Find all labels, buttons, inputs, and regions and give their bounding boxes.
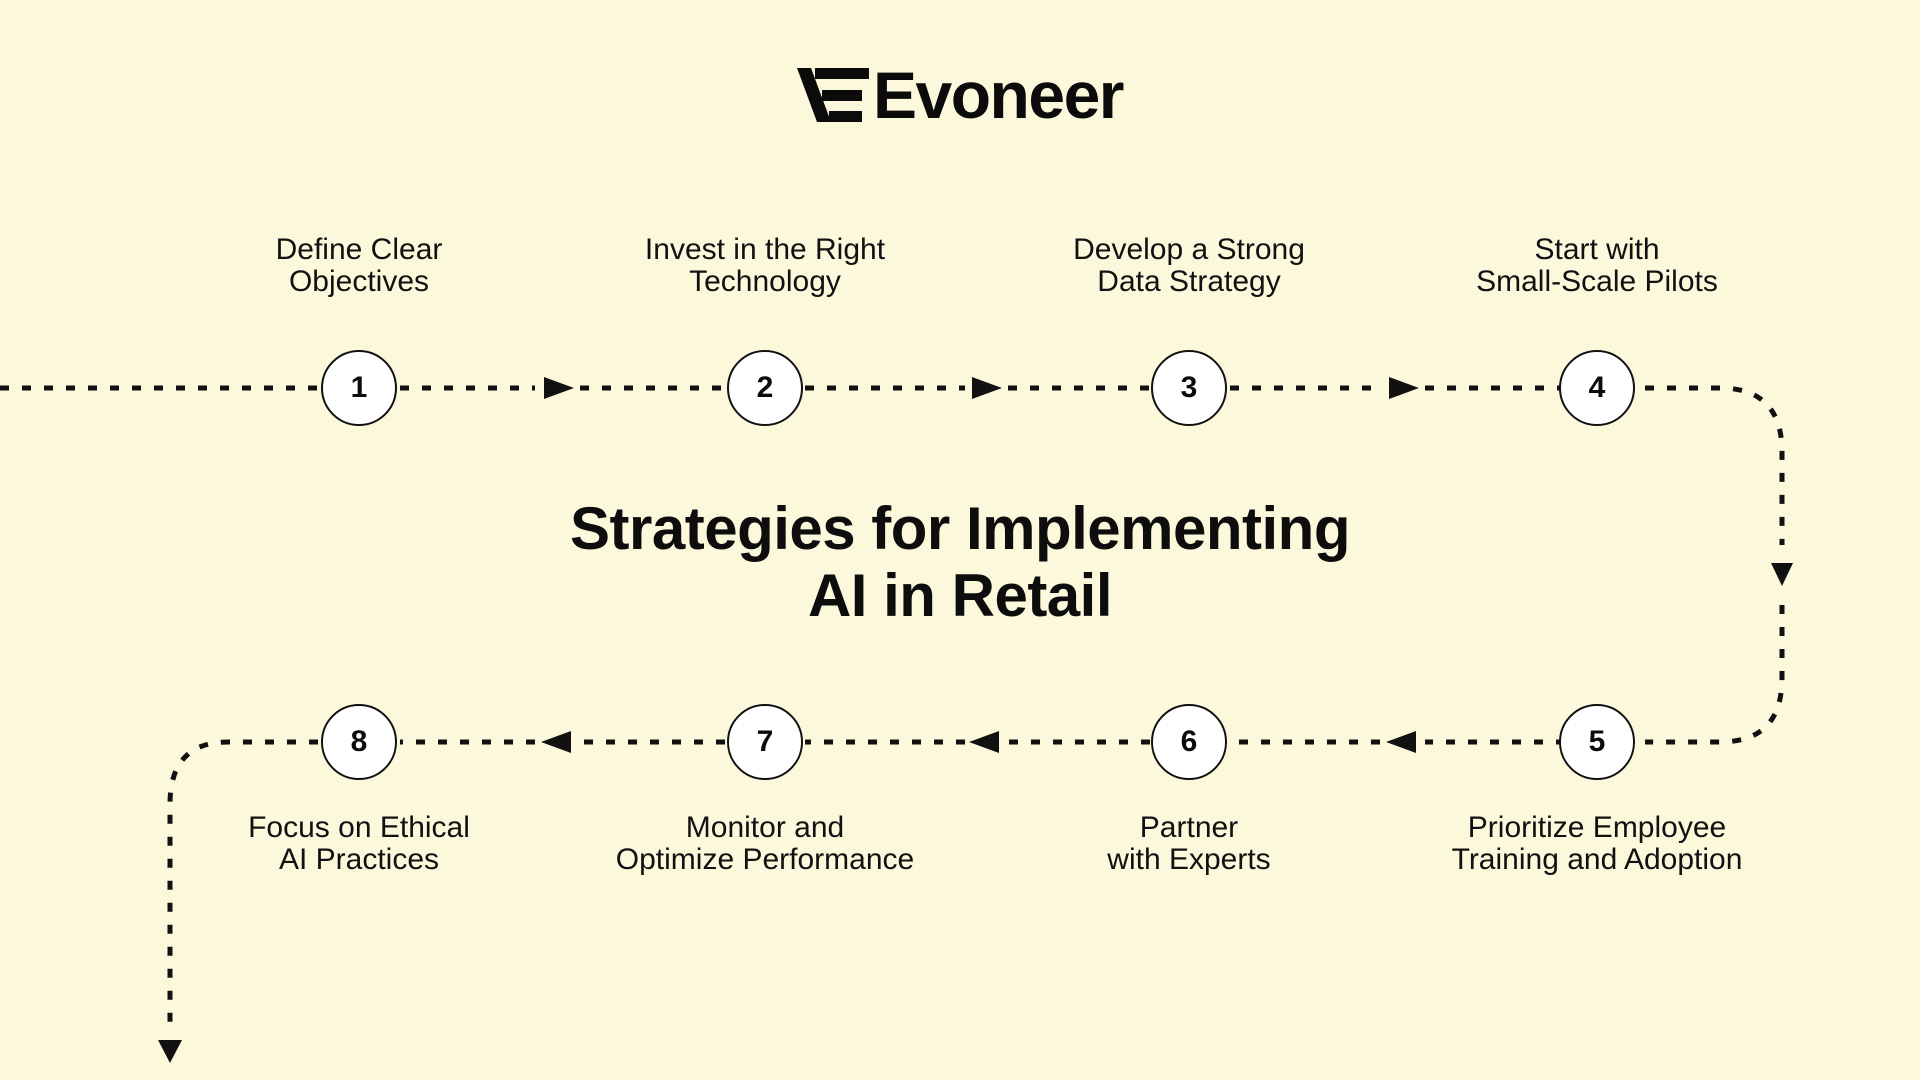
step-node-6[interactable]: 6 — [1151, 704, 1227, 780]
step-node-3[interactable]: 3 — [1151, 350, 1227, 426]
arrow-7-to-8-icon — [541, 731, 571, 753]
page-title: Strategies for Implementing AI in Retail — [0, 495, 1920, 629]
step-node-5[interactable]: 5 — [1559, 704, 1635, 780]
arrow-end-icon — [158, 1040, 182, 1063]
step-caption-3-line1: Develop a Strong — [1073, 233, 1305, 266]
step-caption-4: Start with Small-Scale Pilots — [1417, 233, 1777, 299]
arrowheads — [158, 377, 1793, 1063]
arrow-6-to-7-icon — [969, 731, 999, 753]
step-number-5: 5 — [1588, 725, 1606, 758]
step-caption-2-line1: Invest in the Right — [644, 233, 886, 266]
step-caption-6-line2: with Experts — [1107, 843, 1271, 877]
step-node-8[interactable]: 8 — [321, 704, 397, 780]
step-caption-8: Focus on Ethical AI Practices — [179, 811, 539, 877]
page-title-line1: Strategies for Implementing — [570, 495, 1350, 562]
step-caption-8-line2: AI Practices — [278, 843, 440, 877]
page-title-line2: AI in Retail — [807, 562, 1113, 630]
step-caption-7-line1: Monitor and — [685, 811, 845, 844]
step-caption-6-line1: Partner — [1139, 811, 1239, 844]
step-number-6: 6 — [1180, 725, 1198, 758]
step-caption-5-line1: Prioritize Employee — [1467, 811, 1727, 844]
step-caption-7-line2: Optimize Performance — [615, 843, 915, 877]
step-number-8: 8 — [350, 725, 368, 758]
step-caption-4-line2: Small-Scale Pilots — [1476, 265, 1718, 299]
step-caption-7: Monitor and Optimize Performance — [585, 811, 945, 877]
step-number-2: 2 — [756, 371, 774, 404]
brand-name: Evoneer — [873, 58, 1124, 132]
step-number-3: 3 — [1180, 371, 1198, 404]
brand-logo: Evoneer — [0, 55, 1920, 135]
arrow-3-to-4-icon — [1389, 377, 1419, 399]
step-node-7[interactable]: 7 — [727, 704, 803, 780]
arrow-5-to-6-icon — [1386, 731, 1416, 753]
evoneer-e-mark-icon — [797, 68, 870, 122]
step-caption-2: Invest in the Right Technology — [585, 233, 945, 299]
step-caption-6: Partner with Experts — [1009, 811, 1369, 877]
step-node-4[interactable]: 4 — [1559, 350, 1635, 426]
step-caption-3-line2: Data Strategy — [1097, 265, 1281, 299]
step-number-7: 7 — [756, 725, 774, 758]
connector-8-to-end — [167, 739, 318, 1030]
step-caption-3: Develop a Strong Data Strategy — [1009, 233, 1369, 299]
step-number-1: 1 — [350, 371, 368, 404]
arrow-1-to-2-icon — [544, 377, 574, 399]
step-node-1[interactable]: 1 — [321, 350, 397, 426]
step-caption-1: Define Clear Objectives — [179, 233, 539, 299]
step-caption-5-line2: Training and Adoption — [1451, 843, 1743, 877]
step-number-4: 4 — [1588, 371, 1606, 404]
step-node-2[interactable]: 2 — [727, 350, 803, 426]
step-caption-5: Prioritize Employee Training and Adoptio… — [1417, 811, 1777, 877]
step-caption-4-line1: Start with — [1534, 233, 1660, 266]
step-caption-1-line1: Define Clear — [275, 233, 443, 266]
step-caption-8-line1: Focus on Ethical — [248, 811, 470, 844]
arrow-2-to-3-icon — [972, 377, 1002, 399]
step-caption-2-line2: Technology — [689, 265, 841, 299]
step-caption-1-line2: Objectives — [288, 265, 430, 299]
